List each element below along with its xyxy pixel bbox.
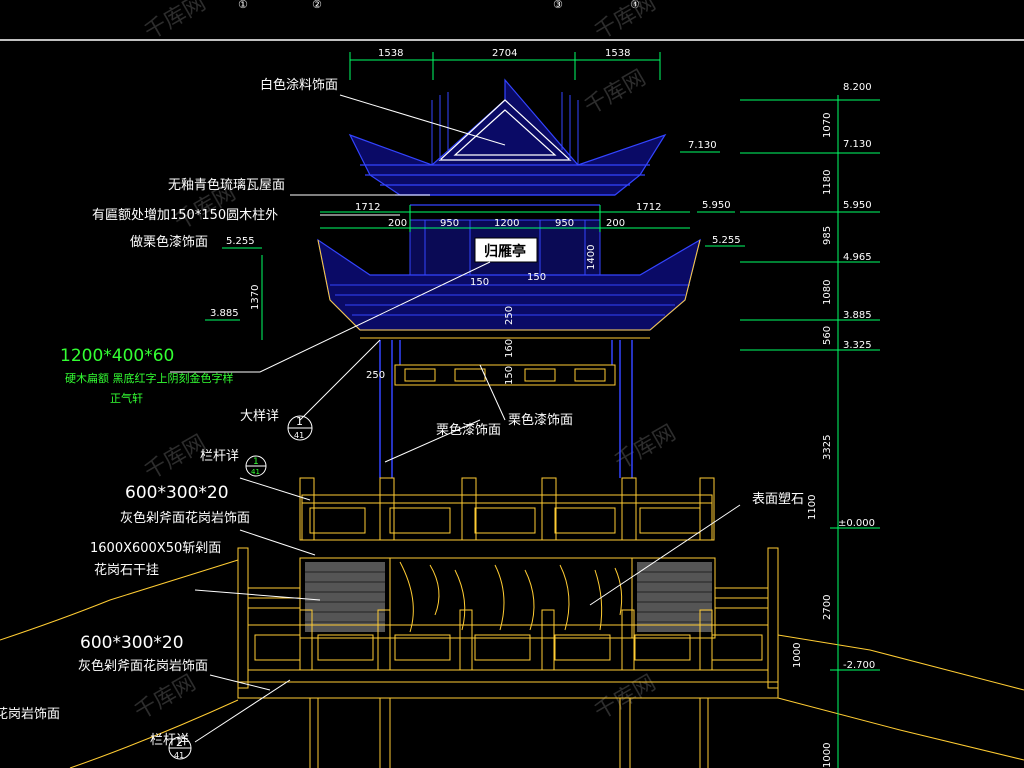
brick-panel-left bbox=[305, 562, 385, 632]
plaque-text: 归雁亭 bbox=[484, 243, 526, 260]
note-granite-1-size: 600*300*20 bbox=[125, 483, 229, 503]
dim-top-1: 1538 bbox=[378, 48, 403, 59]
note-roof-tile: 无釉青色琉璃瓦屋面 bbox=[168, 177, 285, 193]
inner-level-5255: 5.255 bbox=[712, 235, 741, 246]
svg-text:千库网: 千库网 bbox=[611, 421, 681, 476]
note-paint-1: 栗色漆饰面 bbox=[436, 422, 501, 438]
note-column-2: 做栗色漆饰面 bbox=[130, 234, 208, 250]
rdim-3325: 3325 bbox=[822, 435, 833, 460]
roof-outline-yellow bbox=[317, 239, 701, 339]
svg-text:千库网: 千库网 bbox=[581, 66, 651, 121]
level-8200: 8.200 bbox=[843, 82, 872, 93]
rdim-1000-a: 1000 bbox=[792, 643, 803, 668]
note-detail: 大样详 bbox=[240, 409, 279, 424]
dim-mid-1: 1712 bbox=[355, 202, 380, 213]
rdim-1080: 1080 bbox=[822, 280, 833, 305]
level-7130: 7.130 bbox=[843, 139, 872, 150]
brick-grid bbox=[305, 571, 712, 623]
grid-label-1: ① bbox=[238, 0, 248, 11]
rdim-2700: 2700 bbox=[822, 595, 833, 620]
level-minus-2700: -2.700 bbox=[843, 660, 875, 671]
detail-marker-2 bbox=[245, 455, 267, 477]
note-granite-2: 花岗石干挂 bbox=[94, 562, 159, 578]
grid-label-3: ③ bbox=[553, 0, 563, 11]
inner-level-7130: 7.130 bbox=[688, 140, 717, 151]
note-board-size: 1200*400*60 bbox=[60, 346, 174, 366]
rock-texture bbox=[399, 561, 623, 633]
detail-marker-1 bbox=[287, 415, 313, 441]
upper-roof-ribs bbox=[431, 92, 579, 165]
detail-marker-3-sheet: 41 bbox=[174, 751, 184, 760]
left-level-5255: 5.255 bbox=[226, 236, 255, 247]
level-3325: 3.325 bbox=[843, 340, 872, 351]
columns bbox=[379, 340, 633, 478]
upper-roof bbox=[348, 78, 667, 206]
dim-mid-2: 1712 bbox=[636, 202, 661, 213]
upper-storey bbox=[409, 219, 601, 276]
note-board-name: 正气轩 bbox=[110, 391, 143, 405]
dim-250-a: 250 bbox=[504, 306, 515, 325]
level-4965: 4.965 bbox=[843, 252, 872, 263]
rdim-985: 985 bbox=[822, 226, 833, 245]
dim-150-a: 150 bbox=[470, 277, 489, 288]
detail-marker-1-num: 1 bbox=[296, 415, 303, 428]
rdim-1100: 1100 bbox=[807, 495, 818, 520]
note-granite-1: 灰色剁斧面花岗岩饰面 bbox=[120, 510, 250, 526]
note-board-desc: 硬木扁额 黑底红字上阴刻金色字样 bbox=[65, 371, 234, 385]
note-granite-3-size: 600*300*20 bbox=[80, 633, 184, 653]
dim-150-c: 150 bbox=[504, 366, 515, 385]
dim-1400: 1400 bbox=[586, 245, 597, 270]
plaque bbox=[474, 237, 538, 263]
ground-lines bbox=[0, 559, 1024, 768]
note-column: 有匾额处增加150*150圆木柱外 bbox=[92, 208, 278, 223]
dim-mid-7: 200 bbox=[606, 218, 625, 229]
dim-top-3: 1538 bbox=[605, 48, 630, 59]
top-dimension bbox=[349, 52, 661, 80]
dim-mid-3: 200 bbox=[388, 218, 407, 229]
rdim-1180: 1180 bbox=[822, 170, 833, 195]
note-surface: 表面塑石 bbox=[752, 492, 804, 507]
level-3885: 3.885 bbox=[843, 310, 872, 321]
lower-railing bbox=[237, 547, 779, 768]
dim-160: 160 bbox=[504, 339, 515, 358]
dim-top-2: 2704 bbox=[492, 48, 517, 59]
dim-mid-5: 1200 bbox=[494, 218, 519, 229]
grid-label-2: ② bbox=[312, 0, 322, 11]
dim-150-b: 150 bbox=[527, 272, 546, 283]
dim-mid-4: 950 bbox=[440, 218, 459, 229]
rdim-1070: 1070 bbox=[822, 113, 833, 138]
rdim-560: 560 bbox=[822, 326, 833, 345]
right-scale bbox=[740, 95, 880, 768]
grid-label-4: ④ bbox=[630, 0, 640, 11]
note-granite-3: 灰色剁斧面花岗岩饰面 bbox=[78, 658, 208, 674]
upper-railing bbox=[299, 477, 715, 559]
dim-250-b: 250 bbox=[366, 370, 385, 381]
note-roof-paint: 白色涂料饰面 bbox=[260, 77, 338, 93]
note-railing: 栏杆详 bbox=[200, 449, 239, 464]
mid-dimension bbox=[320, 205, 690, 232]
svg-text:千库网: 千库网 bbox=[591, 0, 661, 45]
svg-text:千库网: 千库网 bbox=[131, 671, 201, 726]
detail-marker-2-num: 1 bbox=[253, 457, 259, 467]
note-granite-2-size: 1600X600X50斩剁面 bbox=[90, 541, 221, 556]
inner-level-5950: 5.950 bbox=[702, 200, 731, 211]
detail-marker-2-sheet: 41 bbox=[251, 468, 260, 476]
watermarks: 千库网 千库网 千库网 千库网 千库网 千库网 千库网 千库网 bbox=[131, 0, 681, 725]
detail-marker-3-num: 2 bbox=[176, 736, 183, 749]
left-level-3885: 3.885 bbox=[210, 308, 239, 319]
note-granite-4: 花岗岩饰面 bbox=[0, 706, 60, 722]
leader-lines bbox=[170, 94, 741, 743]
detail-marker-3 bbox=[168, 736, 192, 760]
inner-level-lines bbox=[205, 151, 745, 340]
dim-1370: 1370 bbox=[250, 285, 261, 310]
detail-marker-1-sheet: 41 bbox=[294, 431, 304, 440]
dim-mid-6: 950 bbox=[555, 218, 574, 229]
rdim-1000-b: 1000 bbox=[822, 743, 833, 768]
svg-text:千库网: 千库网 bbox=[141, 0, 211, 45]
level-0000: ±0.000 bbox=[838, 518, 875, 529]
level-5950: 5.950 bbox=[843, 200, 872, 211]
note-paint-2: 栗色漆饰面 bbox=[508, 412, 573, 428]
